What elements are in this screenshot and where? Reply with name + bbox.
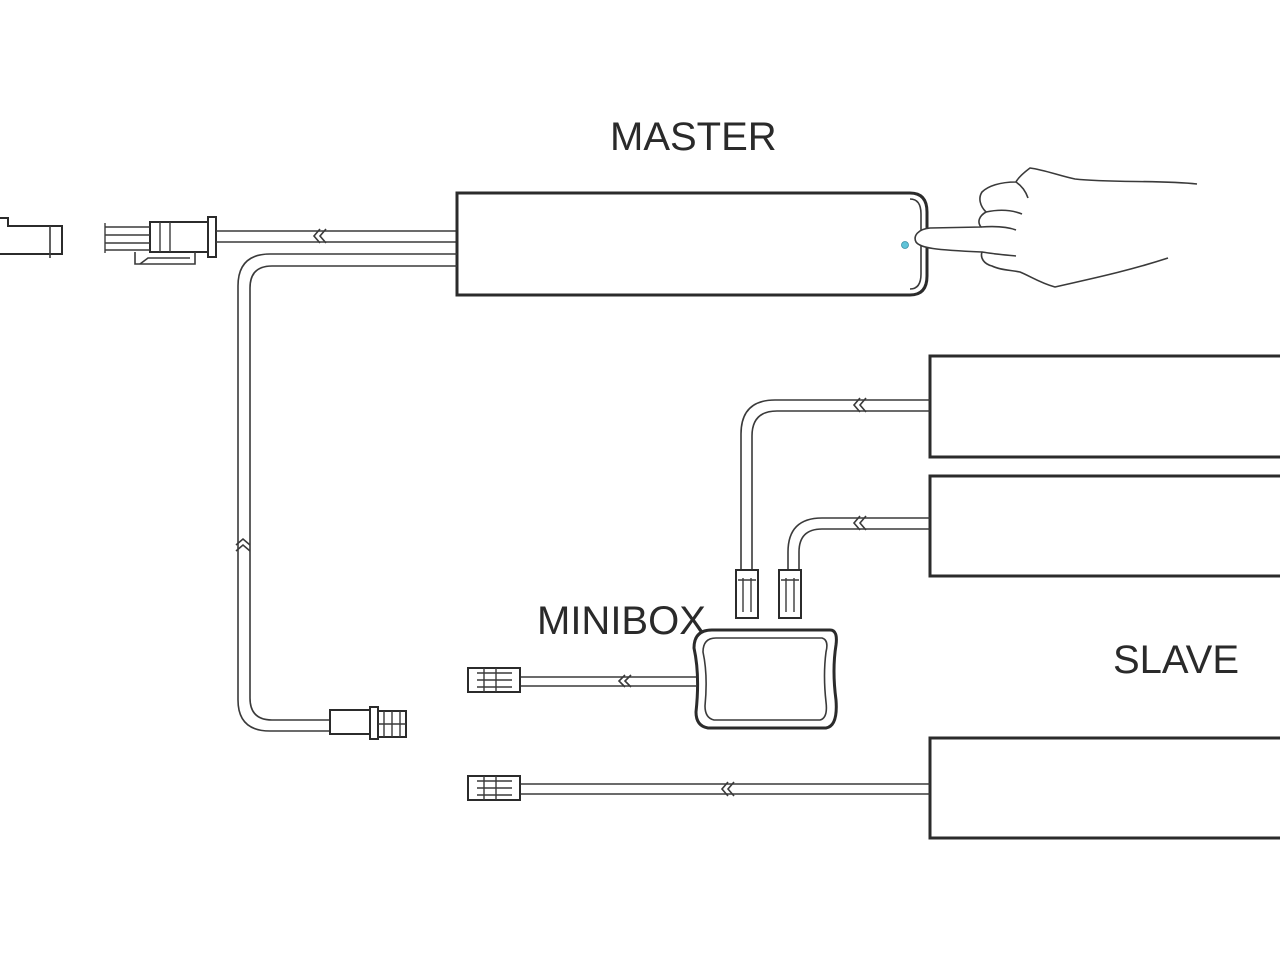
end-cap-connector xyxy=(0,217,63,258)
slave-label: SLAVE xyxy=(1113,638,1239,682)
cable-minibox-output xyxy=(467,667,696,693)
cable-plug-to-master xyxy=(216,228,457,244)
cable-slave3-output xyxy=(467,775,930,801)
slave-unit-1 xyxy=(928,354,1280,459)
slave-unit-3 xyxy=(928,736,1280,840)
minibox-input-plug-2 xyxy=(778,569,802,619)
minibox-input-plug-1 xyxy=(735,569,759,619)
minibox-unit xyxy=(692,628,838,730)
arrow-marker-icon xyxy=(852,397,867,413)
main-plug-connector xyxy=(104,216,217,265)
cable-slave1-to-minibox xyxy=(740,397,930,570)
arrow-marker-icon xyxy=(235,537,251,552)
slave-unit-2 xyxy=(928,474,1280,578)
master-unit xyxy=(455,191,929,297)
master-label: MASTER xyxy=(610,115,777,159)
indicator-led[interactable] xyxy=(901,241,909,249)
coupler-connector xyxy=(329,706,407,740)
arrow-marker-icon xyxy=(720,781,735,797)
minibox-label: MINIBOX xyxy=(537,599,706,643)
arrow-marker-icon xyxy=(852,515,867,531)
arrow-marker-icon xyxy=(312,228,327,244)
arrow-marker-icon xyxy=(617,674,632,688)
cable-slave2-to-minibox xyxy=(787,515,930,570)
cable-master-to-coupler xyxy=(235,253,457,732)
hand-icon xyxy=(914,167,1198,288)
